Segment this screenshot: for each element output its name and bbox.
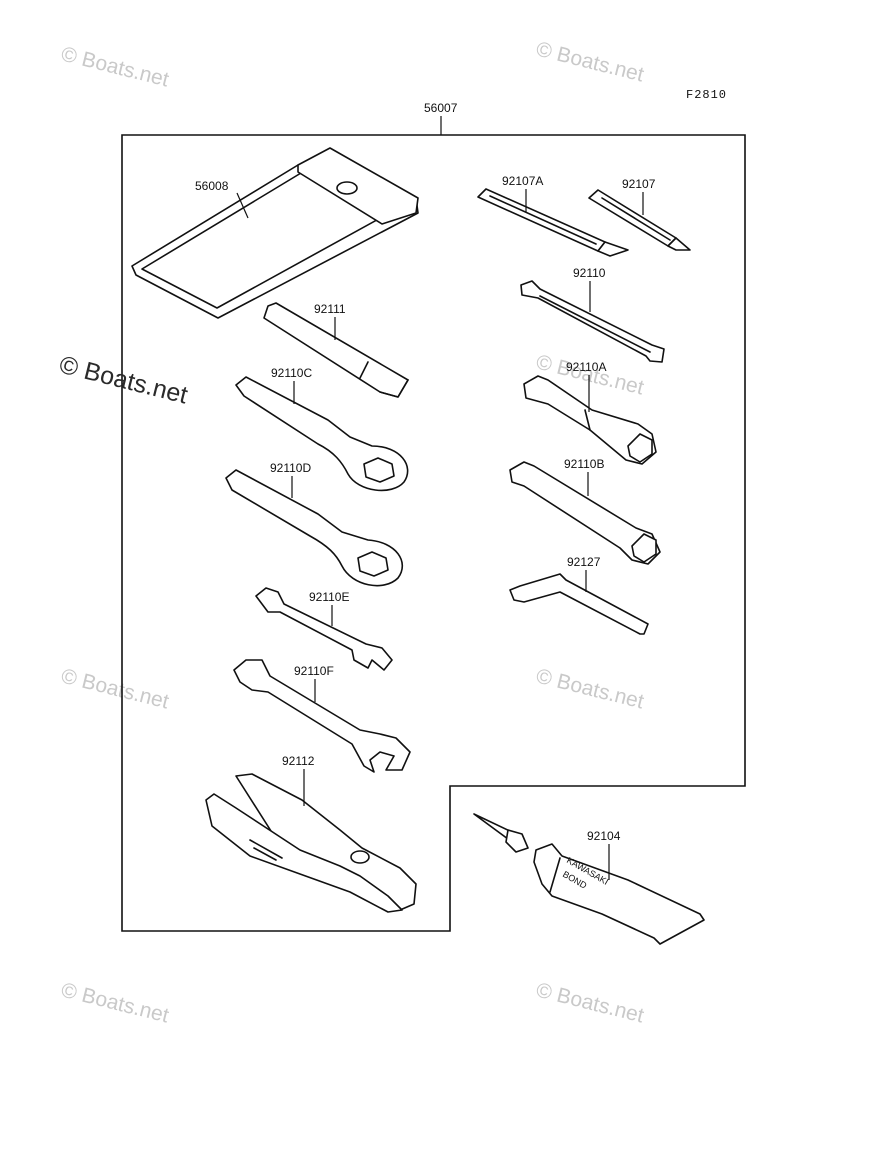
screwdriver <box>588 189 691 251</box>
part-label-ring-wrench-d[interactable]: 92110D <box>270 461 311 475</box>
bond-tube: KAWASAKI BOND <box>473 813 705 945</box>
part-label-spanner[interactable]: 92110 <box>573 266 606 280</box>
watermark: © Boats.net <box>59 43 171 92</box>
part-label-bond[interactable]: 92104 <box>587 829 621 843</box>
handle-bar <box>263 302 409 398</box>
part-label-handle[interactable]: 92111 <box>314 302 346 316</box>
part-label-pliers[interactable]: 92112 <box>282 754 315 768</box>
watermark: © Boats.net <box>534 38 646 87</box>
kit-outline-frame <box>121 134 746 932</box>
part-label-open-wrench-e[interactable]: 92110E <box>309 590 349 604</box>
box-wrench-a <box>523 375 657 465</box>
hex-key <box>509 573 649 635</box>
watermark: © Boats.net <box>534 665 646 714</box>
part-label-ring-wrench-c[interactable]: 92110C <box>271 366 312 380</box>
watermark: © Boats.net <box>59 979 171 1028</box>
tool-bag <box>131 147 419 319</box>
part-label-box-wrench-b[interactable]: 92110B <box>564 457 604 471</box>
watermark: © Boats.net <box>534 979 646 1028</box>
screwdriver-a <box>477 188 629 257</box>
watermark-prominent: © Boats.net <box>57 351 191 410</box>
ring-wrench-c <box>235 376 409 492</box>
part-label-bag[interactable]: 56008 <box>195 179 229 193</box>
ring-wrench-d <box>225 469 404 587</box>
part-label-screwdriver-a[interactable]: 92107A <box>502 174 543 188</box>
open-wrench-e <box>255 587 393 671</box>
part-label-kit[interactable]: 56007 <box>424 101 458 115</box>
figure-code: F2810 <box>686 88 727 102</box>
open-wrench-f <box>233 659 411 773</box>
flat-spanner <box>520 280 665 363</box>
part-label-box-wrench-a[interactable]: 92110A <box>566 360 606 374</box>
part-label-open-wrench-f[interactable]: 92110F <box>294 664 334 678</box>
leader-line <box>236 192 249 219</box>
watermark: © Boats.net <box>59 665 171 714</box>
part-label-screwdriver[interactable]: 92107 <box>622 177 656 191</box>
part-label-hex-key[interactable]: 92127 <box>567 555 601 569</box>
pliers <box>205 773 417 913</box>
box-wrench-b <box>509 461 661 565</box>
